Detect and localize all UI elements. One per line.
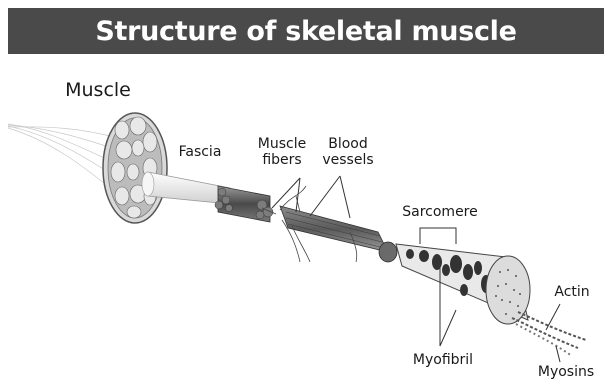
myofilaments (512, 312, 586, 356)
label-blood-vessels: Blood vessels (318, 136, 378, 168)
myofibril-cylinder (396, 244, 530, 324)
tendon-strands (8, 124, 118, 194)
label-muscle-fibers: Muscle fibers (254, 136, 310, 168)
label-myofibril: Myofibril (408, 352, 478, 368)
label-myosins: Myosins (530, 364, 602, 380)
label-fascia: Fascia (170, 144, 230, 160)
muscle-cross-section (103, 113, 167, 223)
fascicle-bundle (215, 186, 273, 222)
label-actin: Actin (548, 284, 596, 300)
label-muscle: Muscle (62, 80, 134, 100)
label-sarcomere: Sarcomere (398, 204, 482, 220)
